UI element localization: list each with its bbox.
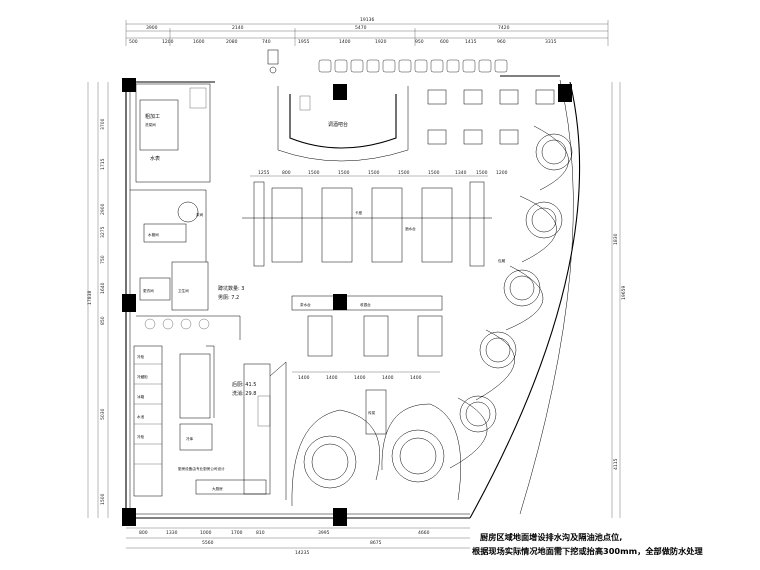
round-tables-right: 包厢 [449, 125, 573, 469]
lower-row-dim: 1400 [298, 375, 310, 381]
top-dimensions: 19136 3900 2140 5470 7420 500 1200 1600 … [125, 17, 609, 46]
dim-bottom-detail: 1700 [231, 530, 243, 536]
toilet-label: 卫生间 [178, 288, 189, 293]
booth-block: 卡座 酒水台 [242, 181, 492, 267]
equipment-label: 冷藏柜 [137, 374, 148, 379]
bottom-dimensions: 800 1330 1000 1700 810 3995 4660 5560 86… [126, 527, 470, 556]
four-top-tables [427, 89, 555, 145]
dim-left-detail: 2900 [100, 203, 106, 215]
dish-room-label: 更衣间 [143, 288, 154, 293]
bar-label: 调酒吧台 [328, 121, 348, 128]
note-line-2: 根据现场实际情况地面需下挖或抬高300mm，全部做防水处理 [472, 546, 703, 556]
drink-bar-label: 酒水台 [405, 226, 416, 231]
bar-area: 调酒吧台 [267, 49, 409, 162]
mid-row-dim: 1340 [455, 170, 467, 176]
dim-top-mid-3: 5470 [355, 25, 367, 31]
dim-bottom-detail: 800 [139, 530, 148, 536]
dim-bottom-detail: 1000 [200, 530, 212, 536]
dim-left-detail: 3275 [100, 226, 106, 238]
dim-right-total: 19659 [621, 286, 627, 300]
equipment-label: 水池 [137, 414, 145, 419]
mid-row-dim: 1500 [338, 170, 350, 176]
mid-row-dim: 1500 [398, 170, 410, 176]
dim-right-lower: 4115 [613, 458, 619, 470]
mid-row-dim: 1500 [308, 170, 320, 176]
dim-top-detail: 3315 [545, 39, 557, 45]
water-room-label: 水管间 [148, 232, 159, 237]
dim-top-detail: 1600 [193, 39, 205, 45]
equipment-label: 冰箱 [137, 394, 145, 399]
dim-left-total: 17838 [87, 291, 93, 305]
dim-top-detail: 950 [415, 39, 424, 45]
lower-row-dim: 1400 [382, 375, 394, 381]
raw-room-label: 粗加工 [145, 113, 160, 120]
dim-top-detail: 600 [440, 39, 449, 45]
dim-top-mid-2: 2140 [232, 25, 244, 31]
dim-top-detail: 1400 [339, 39, 351, 45]
tea-table-label: 茶水台 [300, 302, 311, 307]
dim-bottom-mid: 5560 [202, 540, 214, 546]
dim-bottom-detail: 1330 [166, 530, 178, 536]
dim-top-detail: 1955 [298, 39, 310, 45]
dim-bottom-mid: 8675 [370, 540, 382, 546]
dim-top-detail: 1415 [465, 39, 477, 45]
dim-left-detail: 3700 [100, 118, 106, 130]
dim-right-mid: 1830 [613, 233, 619, 245]
columns [122, 78, 572, 526]
lower-row-dim: 1400 [354, 375, 366, 381]
dim-top-mid-1: 3900 [146, 25, 158, 31]
mid-row-dim: 1200 [496, 170, 508, 176]
food-pass-label: 传菜 [368, 410, 376, 415]
raw-room-sub-label: 洗菜间 [145, 122, 156, 127]
mid-row-dim: 1500 [428, 170, 440, 176]
dim-left-detail: 1500 [100, 493, 106, 505]
kitchen-design-note: 厨房设备由专业厨房公司设计 [178, 466, 225, 471]
note-line-1: 厨房区域地面增设排水沟及隔油池点位, [480, 532, 622, 542]
dim-left-detail: 1715 [100, 158, 106, 170]
storage-label: 冷库 [186, 436, 194, 441]
dim-bottom-detail: 3995 [318, 530, 330, 536]
dim-bottom-detail: 4660 [418, 530, 430, 536]
prep-label: 大厨房 [212, 486, 223, 491]
dim-top-detail: 740 [262, 39, 271, 45]
bar-chairs [318, 59, 508, 73]
toilet-stat-2: 男厕: 7.2 [218, 295, 239, 301]
dim-top-total: 19136 [360, 17, 374, 23]
washroom-label: 水表 [150, 155, 160, 162]
dim-top-detail: 960 [497, 39, 506, 45]
ring-label: 包厢 [498, 258, 506, 263]
dim-bottom-detail: 810 [256, 530, 265, 536]
lower-row-dim: 1400 [410, 375, 422, 381]
dim-top-mid-4: 7420 [498, 25, 510, 31]
top-detail-dims: 500 1200 1600 2080 740 1955 1400 1920 95… [129, 39, 557, 45]
left-dimensions: 17838 3700 1715 2900 3275 750 1640 850 5… [87, 82, 109, 518]
round-tables-bottom [291, 403, 461, 507]
dim-top-detail: 2080 [226, 39, 238, 45]
mid-row-dim: 800 [282, 170, 291, 176]
dim-left-detail: 750 [100, 255, 106, 264]
kitchen: 冷柜 冷藏柜 冰箱 水池 冷柜 冷库 后厨: 41.5 洗消: 29.8 厨房设… [133, 315, 287, 500]
toilet-stat-1: 蹲坑数量: 3 [218, 285, 244, 292]
left-service-block: 粗加工 洗菜间 水表 茶间 水管间 更衣间 卫生间 蹲坑数量: 3 男厕: 7.… [130, 83, 244, 311]
dim-top-detail: 1920 [375, 39, 387, 45]
mid-row-dim: 1500 [476, 170, 488, 176]
design-note: 厨房区域地面增设排水沟及隔油池点位, 根据现场实际情况地面需下挖或抬高300mm… [472, 532, 703, 556]
dim-bottom-total: 14235 [295, 550, 309, 556]
lower-row-dim: 1400 [326, 375, 338, 381]
dim-left-detail: 850 [100, 316, 106, 325]
mid-row-dim: 1255 [258, 170, 270, 176]
dim-top-detail: 500 [129, 39, 138, 45]
dim-left-detail: 1640 [100, 282, 106, 294]
booth-label: 卡座 [355, 210, 363, 215]
dim-left-detail: 5030 [100, 408, 106, 420]
right-dimensions: 1830 4115 19659 [611, 82, 627, 518]
cashier-label: 收银台 [360, 302, 371, 307]
stair-label: 茶间 [196, 212, 204, 217]
equipment-label: 冷柜 [137, 434, 145, 439]
equipment-label: 冷柜 [137, 354, 145, 359]
dim-top-detail: 1200 [162, 39, 174, 45]
main-dining: 1255 800 1500 1500 1500 1500 1500 1340 1… [242, 170, 508, 435]
mid-row-dim: 1500 [368, 170, 380, 176]
